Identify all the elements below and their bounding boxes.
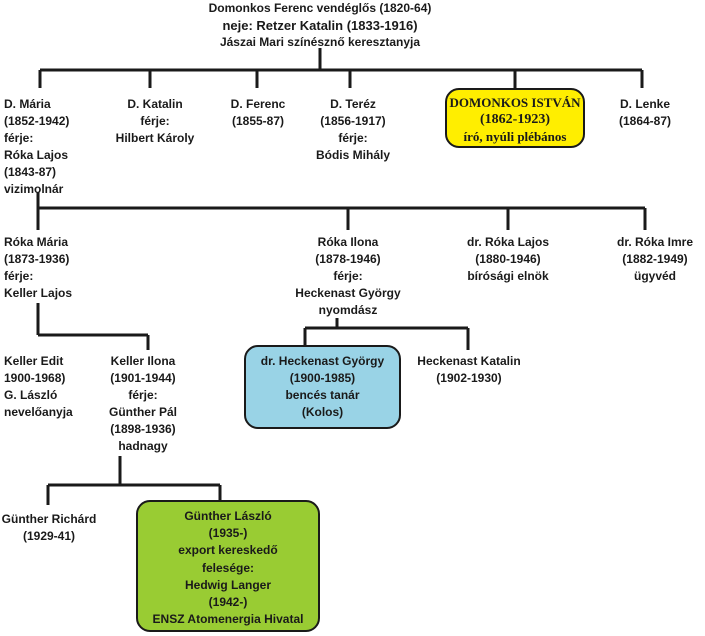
node-line: férje: (4, 269, 34, 283)
node-line: Günther László (184, 509, 272, 523)
node-line: (1856-1917) (320, 114, 386, 128)
node-line: D. Ferenc (230, 97, 286, 111)
person-heckenast-katalin: Heckenast Katalin (1902-1930) (408, 353, 530, 387)
node-line: Keller Lajos (4, 286, 73, 300)
node-line: export kereskedő (178, 543, 278, 558)
node-line: Róka Lajos (4, 148, 69, 162)
person-keller-ilona: Keller Ilona (1901-1944) férje: Günther … (98, 353, 188, 455)
node-line: D. Lenke (619, 97, 670, 111)
node-line: dr. Róka Lajos (466, 235, 550, 249)
node-line: G. László (4, 388, 58, 402)
node-line: író, nyúli plébános (463, 129, 567, 144)
node-line: Bódis Mihály (315, 148, 390, 162)
node-line: ENSZ Atomenergia Hivatal (152, 612, 304, 627)
node-line: bírósági elnök (467, 269, 549, 283)
node-line: D. Teréz (330, 97, 376, 111)
node-line: Keller Edit (4, 354, 64, 368)
person-keller-edit: Keller Edit 1900-1968) G. László nevelőa… (4, 353, 90, 421)
node-line: dr. Heckenast György (260, 354, 385, 368)
node-line: férje: (128, 388, 158, 402)
person-domonkos-terez: D. Teréz (1856-1917) férje: Bódis Mihály (308, 96, 398, 164)
node-line: (1878-1946) (315, 252, 381, 266)
node-line: Heckenast Katalin (417, 354, 521, 368)
node-line: (1902-1930) (436, 371, 502, 385)
node-line: Keller Ilona (110, 354, 176, 368)
node-line: neje: Retzer Katalin (1833-1916) (222, 18, 418, 33)
person-roka-lajos: dr. Róka Lajos (1880-1946) bírósági elnö… (458, 234, 558, 285)
node-line: férje: (140, 114, 170, 128)
node-line: D. Katalin (127, 97, 183, 111)
node-line: hadnagy (118, 439, 168, 453)
person-domonkos-maria: D. Mária (1852-1942) férje: Róka Lajos (… (4, 96, 84, 198)
node-line: 1900-1968) (4, 371, 66, 385)
node-line: férje: (338, 131, 368, 145)
person-gunther-laszlo-highlighted: Günther László (1935-) export kereskedő … (136, 500, 320, 632)
node-line: Jászai Mari színésznő keresztanyja (219, 35, 421, 49)
node-line: Günther Richárd (1, 512, 97, 526)
person-domonkos-ferenc-jr: D. Ferenc (1855-87) (220, 96, 296, 130)
node-line: férje: (4, 131, 34, 145)
node-line: (1852-1942) (4, 114, 70, 128)
node-line: nyomdász (318, 303, 378, 317)
node-line: (1862-1923) (480, 112, 550, 127)
node-line: (1900-1985) (289, 371, 356, 385)
node-line: Heckenast György (295, 286, 401, 300)
node-line: nevelőanyja (4, 405, 73, 419)
node-line: Hilbert Károly (115, 131, 195, 145)
node-line: D. Mária (4, 97, 51, 111)
person-heckenast-gyorgy-highlighted: dr. Heckenast György (1900-1985) bencés … (244, 345, 401, 429)
node-line: (1942-) (208, 595, 248, 610)
person-roka-imre: dr. Róka Imre (1882-1949) ügyvéd (605, 234, 705, 285)
node-line: DOMONKOS ISTVÁN (449, 95, 581, 110)
node-line: (1935-) (208, 526, 248, 541)
person-domonkos-istvan-highlighted: DOMONKOS ISTVÁN (1862-1923) író, nyúli p… (445, 88, 585, 148)
node-line: (1873-1936) (4, 252, 70, 266)
node-line: (1855-87) (231, 114, 285, 128)
node-line: (1864-87) (618, 114, 672, 128)
node-line: Günther Pál (108, 405, 177, 419)
node-line: Domonkos Ferenc vendéglős (1820-64) (208, 1, 432, 15)
node-line: (1898-1936) (110, 422, 176, 436)
node-line: dr. Róka Imre (616, 235, 694, 249)
node-line: (1929-41) (22, 529, 76, 543)
node-line: vizimolnár (4, 182, 64, 196)
node-line: felesége: (201, 560, 255, 575)
node-line: (Kolos) (301, 405, 344, 419)
person-domonkos-ferenc: Domonkos Ferenc vendéglős (1820-64) neje… (185, 0, 455, 51)
node-line: Róka Mária (4, 235, 69, 249)
node-line: Róka Ilona (317, 235, 379, 249)
node-line: Hedwig Langer (184, 577, 271, 592)
person-roka-maria: Róka Mária (1873-1936) férje: Keller Laj… (4, 234, 94, 302)
node-line: bencés tanár (285, 388, 360, 402)
node-line: (1843-87) (4, 165, 57, 179)
node-line: ügyvéd (633, 269, 676, 283)
person-roka-ilona: Róka Ilona (1878-1946) férje: Heckenast … (286, 234, 410, 319)
person-gunther-richard: Günther Richárd (1929-41) (0, 511, 98, 545)
node-line: férje: (333, 269, 363, 283)
node-line: (1882-1949) (622, 252, 688, 266)
node-line: (1901-1944) (110, 371, 176, 385)
person-domonkos-katalin: D. Katalin férje: Hilbert Károly (105, 96, 205, 147)
person-domonkos-lenke: D. Lenke (1864-87) (605, 96, 685, 130)
node-line: (1880-1946) (475, 252, 541, 266)
